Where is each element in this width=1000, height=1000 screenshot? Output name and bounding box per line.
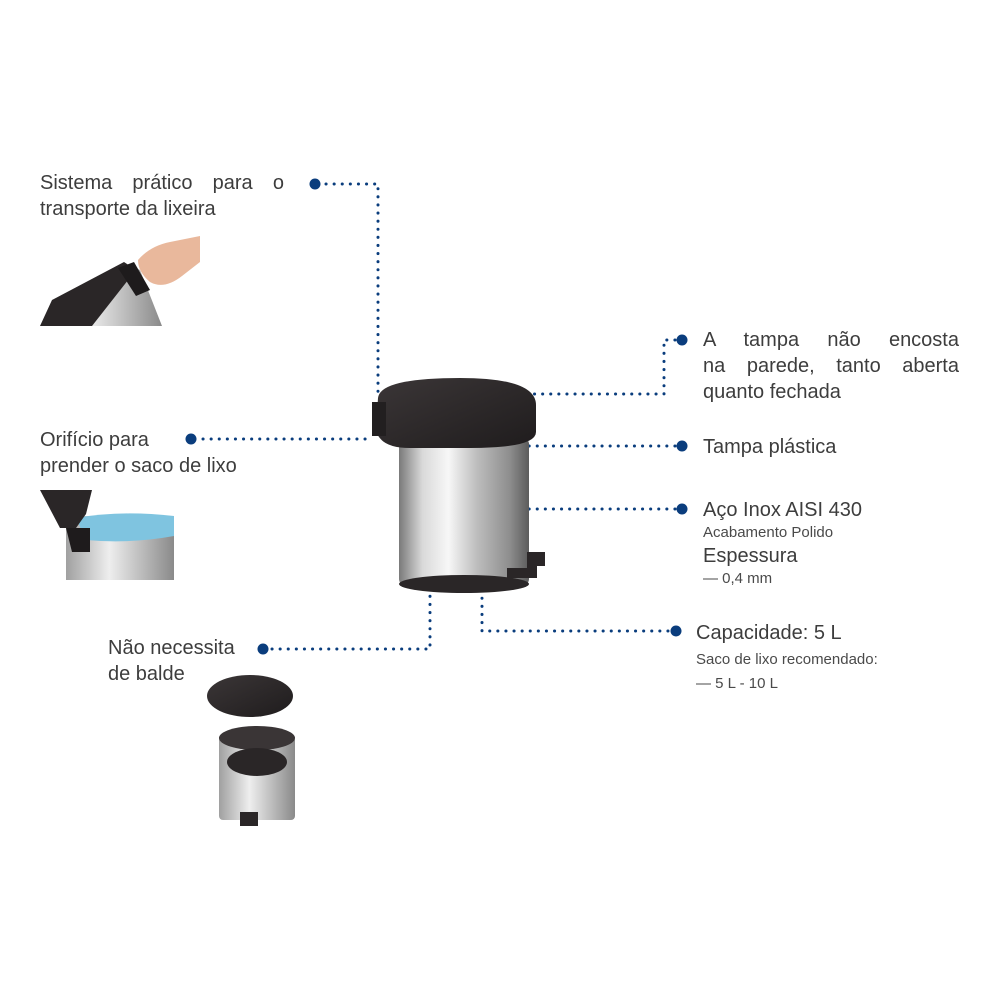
- bin-lid: [376, 378, 536, 448]
- trash-bin-main: [372, 378, 545, 593]
- bin-lid-handle: [372, 402, 386, 436]
- bag-illustration: [76, 513, 174, 542]
- capacity-bag-value: — 5 L - 10 L: [696, 674, 778, 692]
- connector-no-bucket: [270, 578, 432, 651]
- steel-thickness-label: Espessura: [703, 544, 798, 567]
- bullet-lid-plastic: [676, 440, 688, 452]
- steel-finish: Acabamento Polido: [703, 524, 834, 541]
- inset-bag-hole: [40, 490, 174, 580]
- bullet-lid-wall: [676, 334, 688, 346]
- callout-transport-line2: transporte da lixeira: [40, 198, 216, 220]
- callout-lid-wall-line3: quanto fechada: [703, 381, 841, 403]
- bin-pedal: [507, 552, 545, 578]
- bullet-transport: [309, 178, 321, 190]
- callout-hole: Orifício para prender o saco de lixo: [40, 427, 237, 479]
- capacity-bag-label: Saco de lixo recomendado:: [696, 651, 878, 668]
- callout-transport: Sistema prático para o transporte da lix…: [40, 170, 284, 222]
- callout-lid-wall: A tampa não encosta na parede, tanto abe…: [703, 327, 959, 405]
- connector-lid-wall: [503, 338, 677, 396]
- bullet-hole: [185, 433, 197, 445]
- callout-lid-wall-line1: A tampa não encosta: [703, 329, 959, 351]
- callout-hole-line1: Orifício para: [40, 429, 149, 451]
- callout-lid-plastic: Tampa plástica: [703, 436, 837, 458]
- callout-no-bucket-line2: de balde: [108, 663, 185, 685]
- callout-no-bucket: Não necessita de balde: [108, 635, 235, 687]
- steel-title: Aço Inox AISI 430: [703, 499, 862, 521]
- callout-no-bucket-line1: Não necessita: [108, 637, 235, 659]
- inset-open-bin: [207, 675, 295, 826]
- callout-steel: Aço Inox AISI 430 Acabamento Polido Espe…: [703, 497, 862, 588]
- bullet-capacity: [670, 625, 682, 637]
- callout-lid-wall-line2: na parede, tanto aberta: [703, 355, 959, 377]
- connector-transport: [324, 182, 380, 397]
- connector-dots: [185, 178, 688, 655]
- hand-illustration: [138, 236, 200, 285]
- open-lid: [207, 675, 293, 717]
- bin-base: [399, 575, 529, 593]
- bullet-no-bucket: [257, 643, 269, 655]
- capacity-title: Capacidade: 5 L: [696, 622, 842, 644]
- bin-body: [399, 438, 529, 585]
- callout-hole-line2: prender o saco de lixo: [40, 455, 237, 477]
- steel-thickness-value: — 0,4 mm: [703, 569, 773, 587]
- callout-capacity: Capacidade: 5 L Saco de lixo recomendado…: [696, 620, 878, 693]
- inset-transport: [40, 236, 200, 326]
- bullet-steel: [676, 503, 688, 515]
- callout-transport-line1: Sistema prático para o: [40, 172, 284, 194]
